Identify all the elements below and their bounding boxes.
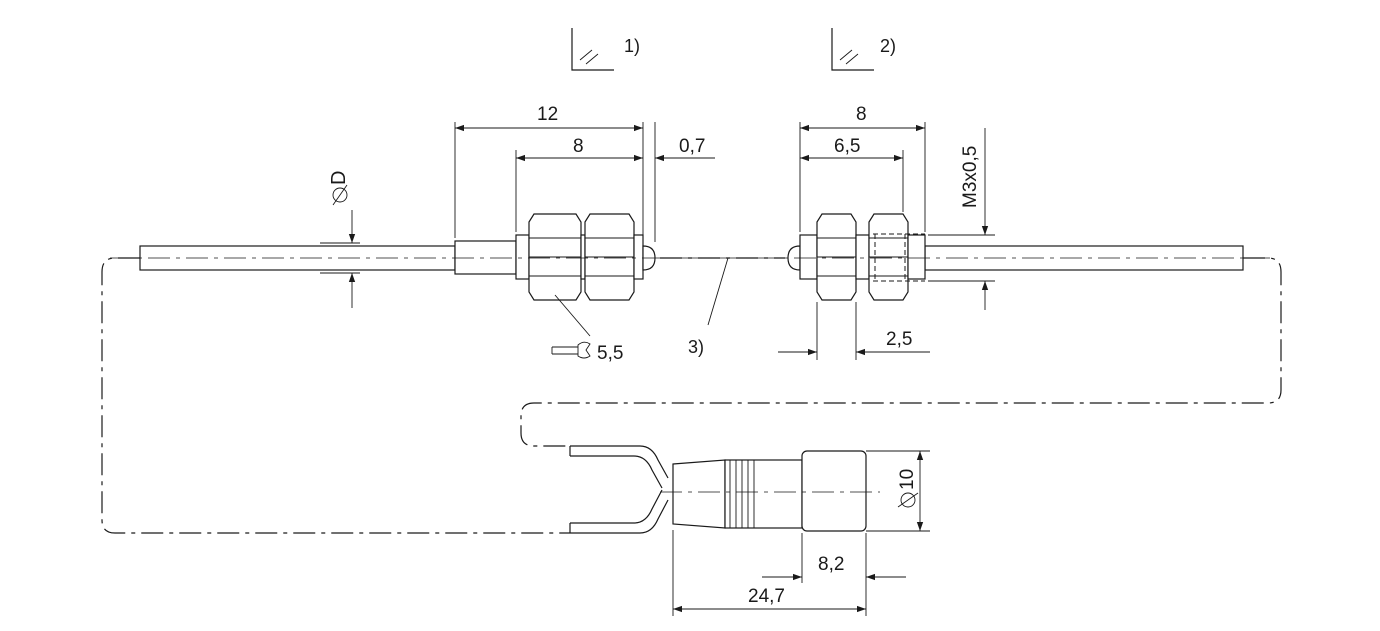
dimension-8-2-label: 8,2 xyxy=(818,554,844,575)
left-fiber-head xyxy=(139,213,656,337)
note-3-label: 3) xyxy=(688,337,704,357)
right-washer-2 xyxy=(907,234,926,280)
labels: 1) 2) 3) D 12 8 0,7 8 6,5 M3x0,5 5,5 2,5… xyxy=(328,36,981,607)
note-1-label: 1) xyxy=(624,36,640,56)
dimension-0-7-label: 0,7 xyxy=(679,136,705,157)
wrench-icon xyxy=(551,341,591,359)
left-washer-1 xyxy=(515,234,530,280)
right-washer-1 xyxy=(799,234,818,280)
right-fiber-head xyxy=(787,213,1244,301)
diameter-d-symbol xyxy=(332,184,348,206)
dimension-8-right-label: 8 xyxy=(856,104,867,125)
thread-label: M3x0,5 xyxy=(960,146,981,208)
diameter-10-label: 10 xyxy=(897,469,918,490)
diameter-10-symbol xyxy=(897,492,919,508)
left-washer-2 xyxy=(633,234,644,280)
dimension-lines xyxy=(320,122,995,616)
dimension-8-left-label: 8 xyxy=(573,136,584,157)
wrench-leader xyxy=(554,294,591,337)
surface-symbol-1 xyxy=(571,28,614,71)
left-sleeve xyxy=(454,240,517,275)
connector-grip xyxy=(724,459,803,529)
surface-symbol-2 xyxy=(831,28,874,71)
note-3-leader xyxy=(707,257,729,326)
wrench-size-label: 5,5 xyxy=(597,343,623,364)
connector xyxy=(569,445,880,534)
diameter-d-label: D xyxy=(328,171,350,185)
dimension-24-7-label: 24,7 xyxy=(748,586,785,607)
dimension-6-5-label: 6,5 xyxy=(834,136,860,157)
connector-body xyxy=(672,459,726,529)
note-2-label: 2) xyxy=(880,36,896,56)
dimension-2-5-label: 2,5 xyxy=(886,329,912,350)
dimension-12-label: 12 xyxy=(537,104,558,125)
cable-loop xyxy=(101,257,1282,534)
connector-nut xyxy=(801,450,867,532)
